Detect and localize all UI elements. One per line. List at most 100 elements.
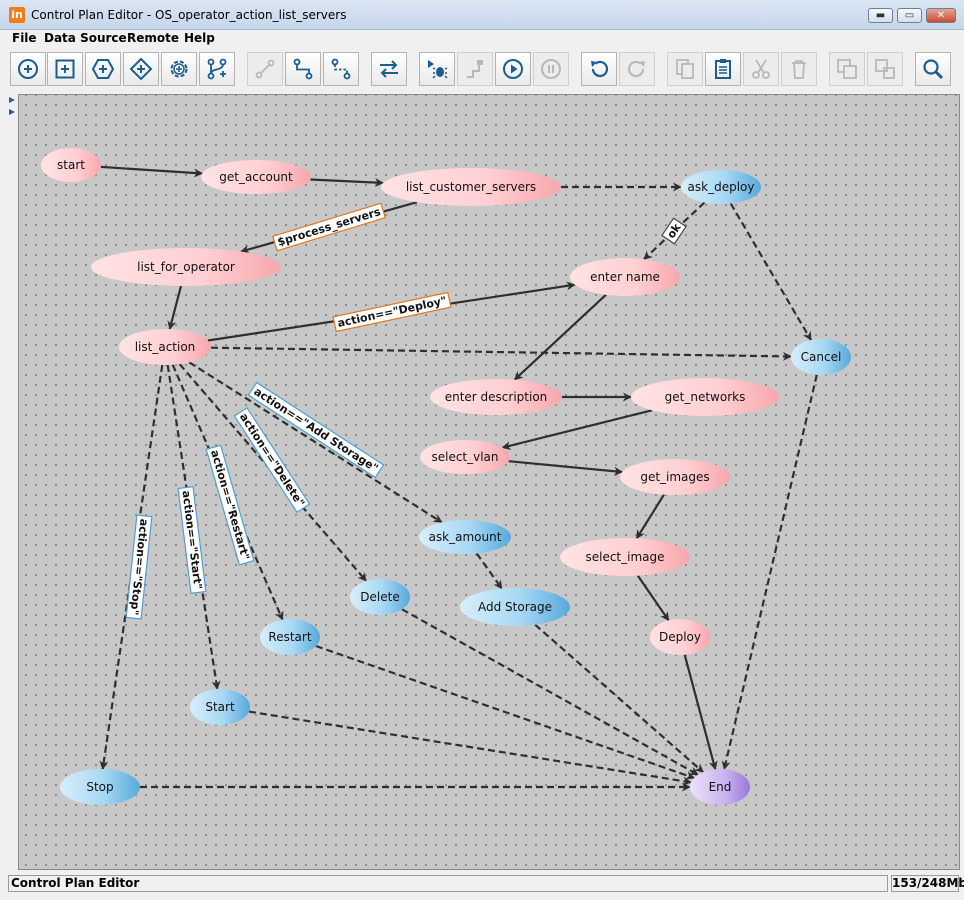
add-circle-button[interactable]: [10, 52, 46, 86]
node-start[interactable]: start: [41, 148, 101, 182]
node-shape[interactable]: [60, 769, 140, 805]
step-button[interactable]: [457, 52, 493, 86]
edge-list_action-to-Cancel[interactable]: [210, 346, 792, 361]
edge-ask_deploy-to-Cancel[interactable]: [729, 202, 812, 341]
node-shape[interactable]: [381, 168, 561, 206]
edge-ask_deploy-to-enter_name[interactable]: [643, 201, 706, 261]
maximize-button[interactable]: ▭: [897, 8, 922, 23]
edge-get_account-to-list_customer_servers[interactable]: [310, 178, 384, 188]
edge-list_for_operator-to-list_action[interactable]: [167, 285, 183, 330]
node-enter-description[interactable]: enter description: [430, 379, 562, 415]
node-shape[interactable]: [791, 339, 851, 375]
connect-dashed-button[interactable]: [323, 52, 359, 86]
menu-remote[interactable]: Remote: [127, 31, 180, 45]
side-collapse-strip[interactable]: [7, 95, 18, 872]
undo-button[interactable]: [581, 52, 617, 86]
node-shape[interactable]: [681, 170, 761, 204]
node-delete[interactable]: Delete: [350, 579, 410, 615]
node-stop[interactable]: Stop: [60, 769, 140, 805]
edge-label[interactable]: ok: [661, 217, 687, 245]
node-shape[interactable]: [460, 588, 570, 626]
edge-list_action-to-ask_amount[interactable]: [188, 361, 443, 524]
node-shape[interactable]: [560, 538, 690, 576]
edge-Restart-to-End[interactable]: [315, 644, 695, 780]
node-select-image[interactable]: select_image: [560, 538, 690, 576]
node-shape[interactable]: [119, 329, 211, 365]
node-shape[interactable]: [631, 378, 779, 416]
menu-data-source[interactable]: Data Source: [44, 31, 127, 45]
minimize-button[interactable]: ▬: [868, 8, 893, 23]
edge-label[interactable]: action=="Restart": [205, 444, 255, 566]
add-hexagon-button[interactable]: [85, 52, 121, 86]
node-shape[interactable]: [430, 379, 562, 415]
edge-get_images-to-select_image[interactable]: [635, 494, 665, 540]
pause-button[interactable]: [533, 52, 569, 86]
node-end[interactable]: End: [690, 769, 750, 805]
node-restart[interactable]: Restart: [260, 619, 320, 655]
collapse-arrows-icon[interactable]: [7, 95, 18, 125]
node-shape[interactable]: [350, 579, 410, 615]
menu-help[interactable]: Help: [184, 31, 215, 45]
node-enter-name[interactable]: enter name: [570, 258, 680, 296]
node-select-vlan[interactable]: select_vlan: [420, 440, 510, 474]
cut-button[interactable]: [743, 52, 779, 86]
node-deploy[interactable]: Deploy: [650, 619, 710, 655]
connect-button[interactable]: [285, 52, 321, 86]
node-shape[interactable]: [41, 148, 101, 182]
node-list-for-operator[interactable]: list_for_operator: [91, 248, 281, 286]
edge-get_networks-to-select_vlan[interactable]: [501, 409, 653, 451]
node-ask-amount[interactable]: ask_amount: [419, 520, 511, 554]
node-shape[interactable]: [690, 769, 750, 805]
add-branch-button[interactable]: [199, 52, 235, 86]
paste-button[interactable]: [705, 52, 741, 86]
edge-label[interactable]: action=="Start": [177, 486, 207, 594]
add-gear-button[interactable]: [161, 52, 197, 86]
node-list-action[interactable]: list_action: [119, 329, 211, 365]
node-shape[interactable]: [570, 258, 680, 296]
edge-Deploy-to-End[interactable]: [683, 654, 718, 771]
edge-start-to-get_account[interactable]: [100, 165, 204, 178]
edge-ask_amount-to-Add_Storage[interactable]: [475, 552, 503, 590]
edge-enter_name-to-enter_description[interactable]: [513, 293, 607, 381]
ungroup-button[interactable]: [867, 52, 903, 86]
edge-Add_Storage-to-End[interactable]: [534, 623, 704, 773]
node-start[interactable]: Start: [190, 689, 250, 725]
redo-button[interactable]: [619, 52, 655, 86]
copy-button[interactable]: [667, 52, 703, 86]
node-ask-deploy[interactable]: ask_deploy: [681, 170, 761, 204]
node-shape[interactable]: [620, 459, 730, 495]
edge-label[interactable]: $process_servers: [271, 202, 387, 252]
node-shape[interactable]: [260, 619, 320, 655]
node-cancel[interactable]: Cancel: [791, 339, 851, 375]
node-shape[interactable]: [420, 440, 510, 474]
link-button[interactable]: [247, 52, 283, 86]
debug-button[interactable]: [419, 52, 455, 86]
menu-file[interactable]: File: [12, 31, 37, 45]
edge-label[interactable]: action=="Stop": [125, 514, 153, 620]
edge-Start-to-End[interactable]: [248, 710, 692, 786]
add-square-button[interactable]: [47, 52, 83, 86]
edge-select_image-to-Deploy[interactable]: [636, 574, 670, 622]
node-get-images[interactable]: get_images: [620, 459, 730, 495]
node-shape[interactable]: [91, 248, 281, 286]
edge-Cancel-to-End[interactable]: [721, 374, 818, 771]
node-shape[interactable]: [201, 160, 311, 194]
edge-label[interactable]: action=="Deploy": [332, 291, 452, 333]
node-get-account[interactable]: get_account: [201, 160, 311, 194]
node-add-storage[interactable]: Add Storage: [460, 588, 570, 626]
node-shape[interactable]: [650, 619, 710, 655]
close-button[interactable]: ✕: [926, 8, 956, 23]
node-get-networks[interactable]: get_networks: [631, 378, 779, 416]
node-shape[interactable]: [190, 689, 250, 725]
swap-button[interactable]: [371, 52, 407, 86]
delete-button[interactable]: [781, 52, 817, 86]
play-button[interactable]: [495, 52, 531, 86]
node-shape[interactable]: [419, 520, 511, 554]
add-diamond-button[interactable]: [123, 52, 159, 86]
group-button[interactable]: [829, 52, 865, 86]
zoom-button[interactable]: [915, 52, 951, 86]
node-list-customer-servers[interactable]: list_customer_servers: [381, 168, 561, 206]
edge-select_vlan-to-get_images[interactable]: [508, 460, 624, 476]
